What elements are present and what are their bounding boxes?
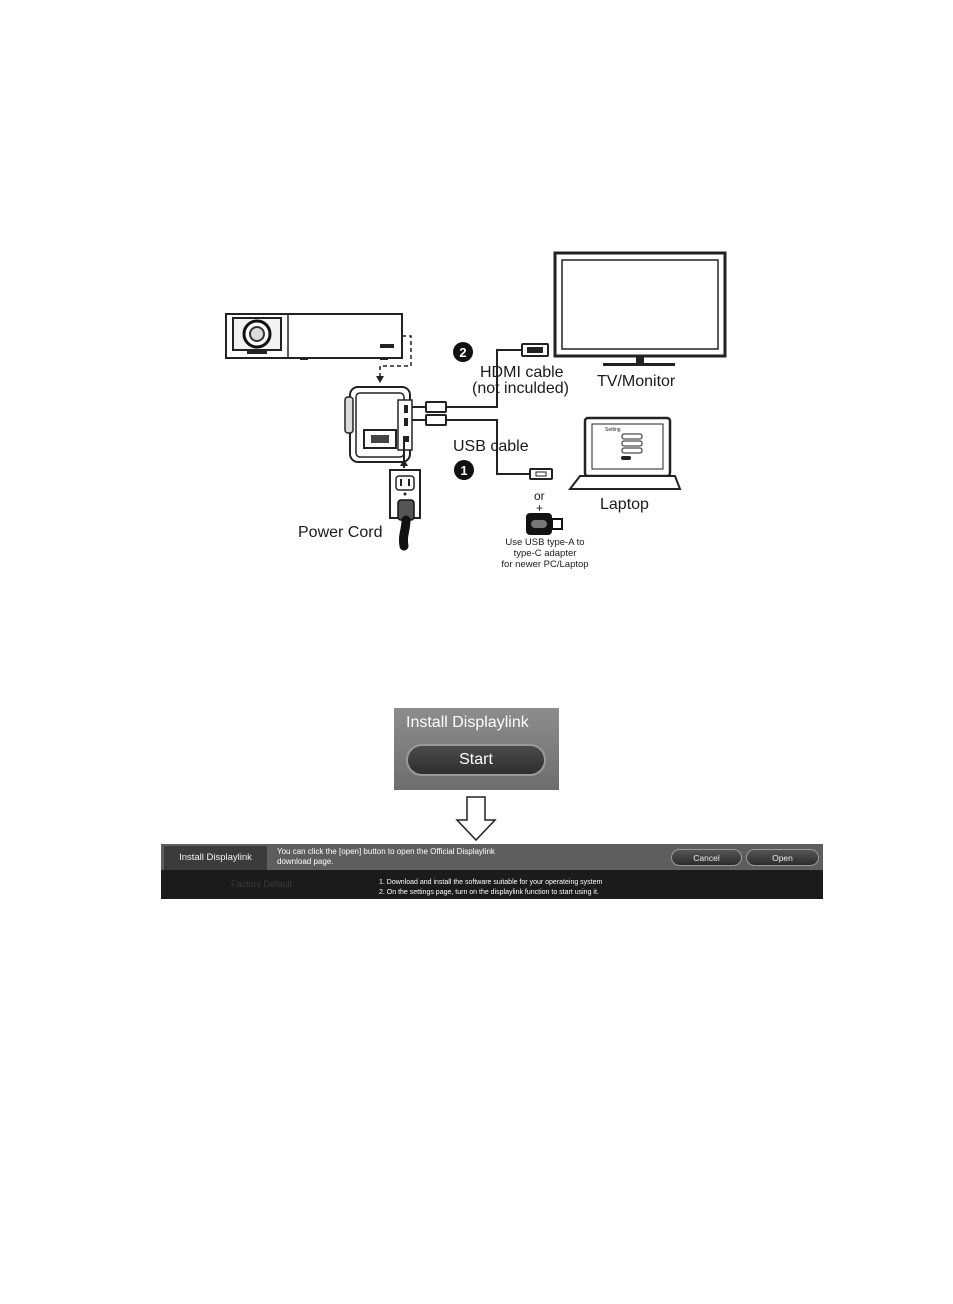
usb-cable-label: USB cable [453,438,529,455]
power-cord-label: Power Cord [298,524,382,541]
displaylink-message: You can click the [open] button to open … [277,847,557,867]
tv-monitor-label: TV/Monitor [597,373,676,390]
install-displaylink-panel: Install Displaylink Start [394,708,559,790]
install-displaylink-row-label: Install Displaylink [164,846,267,870]
down-arrow-icon [455,796,497,842]
install-displaylink-title: Install Displaylink [406,714,529,731]
hdmi-not-included-label: (not inculded) [472,380,569,397]
tv-monitor [553,251,727,366]
dock-hub [344,386,413,463]
adapter-note-line-1: Use USB type-A to [505,537,584,548]
adapter-note-line-2: type-C adapter [514,548,577,559]
instruction-2: 2. On the settings page, turn on the dis… [379,889,599,896]
instruction-1: 1. Download and install the software sui… [379,879,603,886]
displaylink-instructions: 1. Download and install the software sui… [379,878,602,898]
hdmi-cable-label: HDMI cable [480,364,564,381]
message-line-1: You can click the [open] button to open … [277,847,495,856]
laptop-label: Laptop [600,496,649,513]
open-button[interactable]: Open [746,849,819,866]
factory-default-item[interactable]: Factory Default [231,879,293,889]
usb-c-adapter [526,513,563,535]
connection-diagram: 2 1 HDMI cable (not inculded) TV/Monitor… [225,251,727,570]
message-line-2: download page. [277,857,334,866]
laptop [567,416,682,490]
step-2-number: 2 [459,345,466,360]
step-1-badge [454,460,474,480]
laptop-screen-title: Setting [605,427,621,433]
step-2-badge [453,342,473,362]
displaylink-settings-bar: Install Displaylink You can click the [o… [161,844,823,899]
plus-label: + [536,501,543,515]
start-button[interactable]: Start [406,744,546,776]
projector [225,313,403,360]
or-label: or [534,489,545,503]
cancel-button[interactable]: Cancel [671,849,742,866]
adapter-note-line-3: for newer PC/Laptop [501,559,588,570]
step-1-number: 1 [460,463,467,478]
